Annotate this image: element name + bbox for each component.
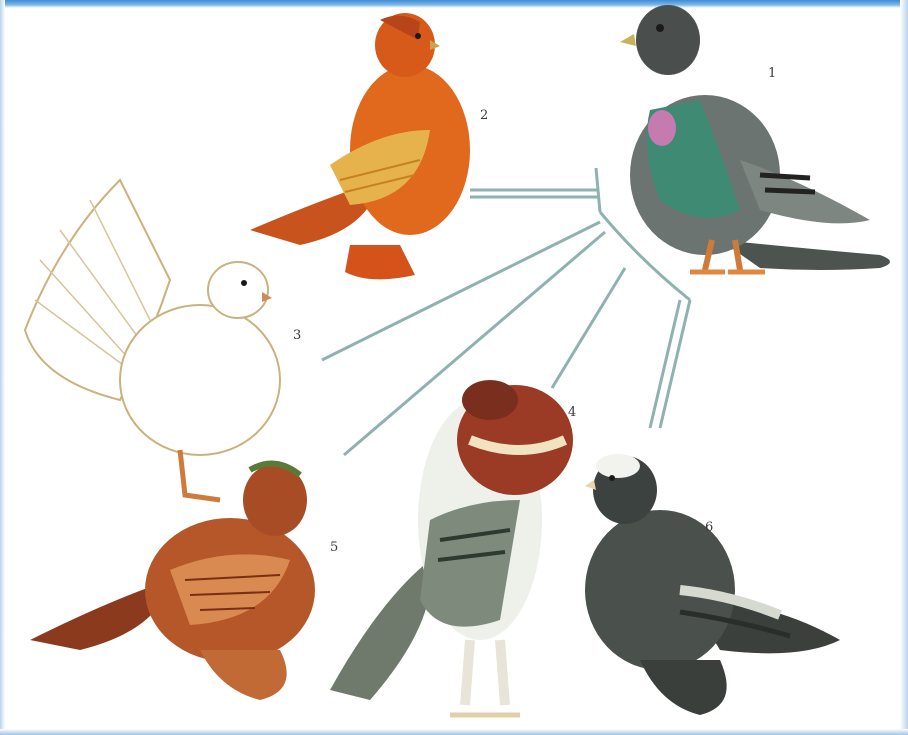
pigeon-6-dark [585, 454, 840, 715]
label-2: 2 [480, 108, 488, 123]
label-4: 4 [568, 405, 576, 420]
pigeon-4-cropper [330, 380, 573, 715]
label-5: 5 [330, 540, 338, 555]
pigeon-5-brown [30, 464, 315, 700]
label-1: 1 [768, 66, 776, 81]
label-6: 6 [705, 520, 713, 535]
pigeon-3-white-fantail [25, 180, 280, 500]
label-3: 3 [293, 328, 301, 343]
pigeon-2-orange [250, 13, 470, 279]
pigeon-1-rock-dove [620, 5, 890, 272]
